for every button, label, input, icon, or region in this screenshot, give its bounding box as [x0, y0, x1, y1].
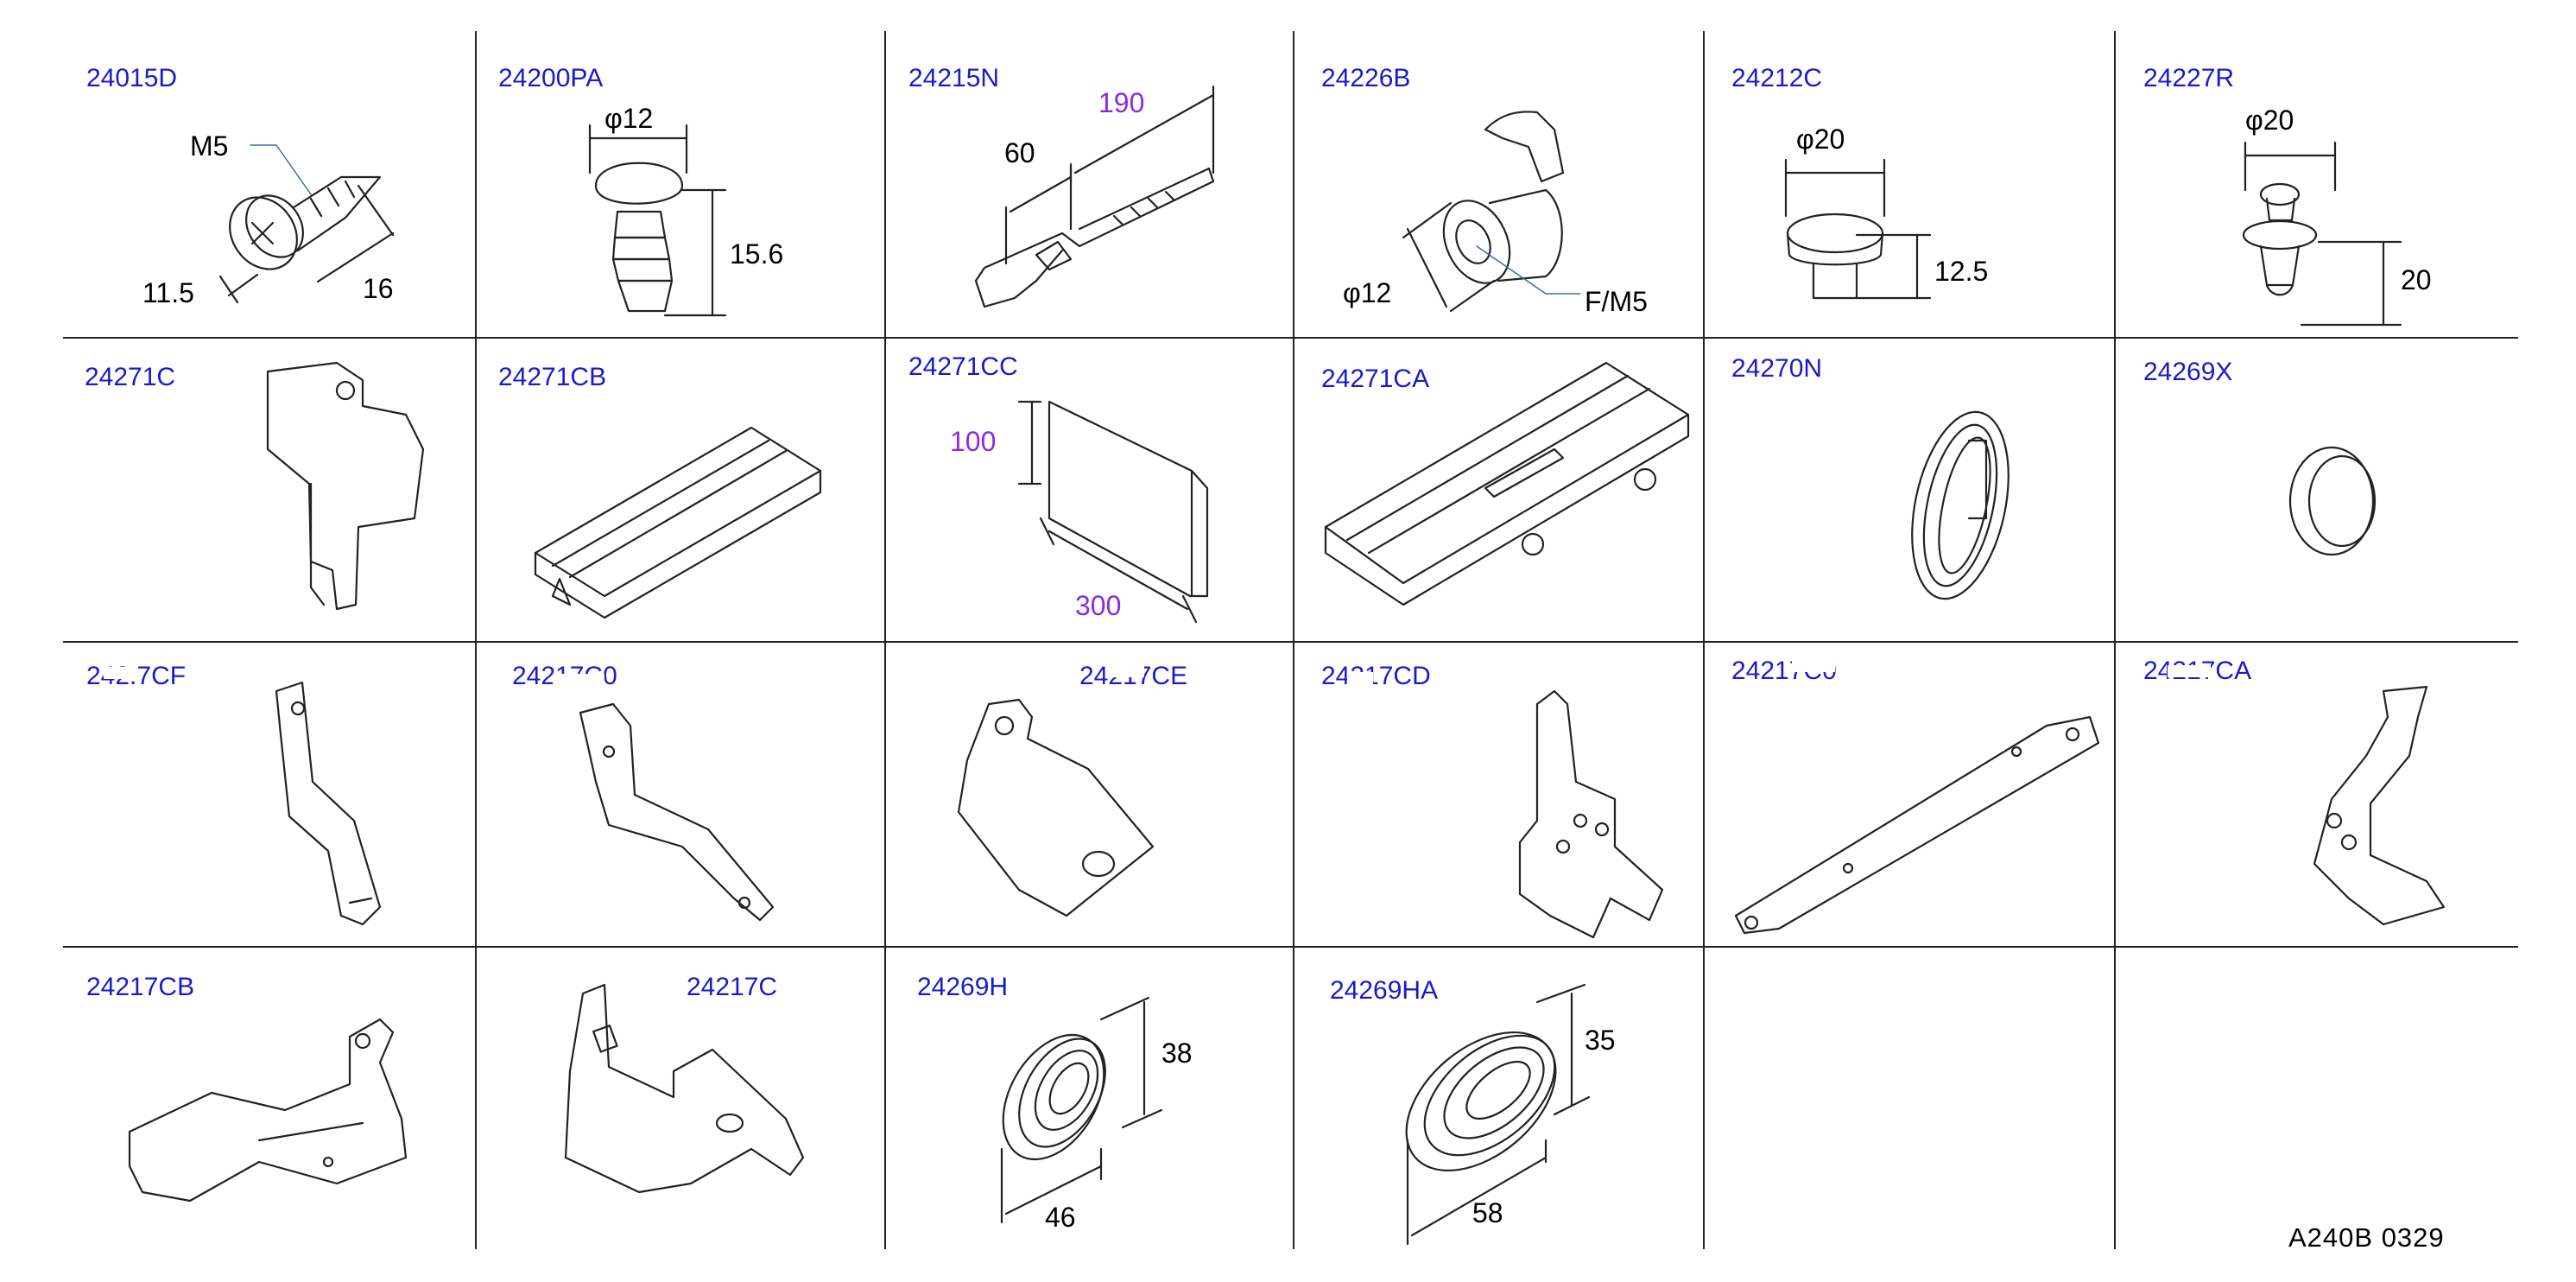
part-number: 24269HA	[1330, 976, 1439, 1005]
dim-label: 35	[1585, 1025, 1616, 1056]
clip-drawing	[1402, 111, 1581, 313]
dim-label: 15.6	[730, 238, 783, 270]
part-number: 24227R	[2143, 64, 2235, 92]
plug-drawing	[2288, 446, 2377, 556]
grid-line	[1703, 31, 1705, 1249]
dim-label: 12.5	[1934, 256, 1988, 287]
catalog-code: A240B 0329	[2288, 1222, 2445, 1253]
grid-line	[2114, 31, 2116, 1249]
bracket-drawing	[2313, 685, 2446, 926]
bracket-drawing	[564, 983, 805, 1194]
dim-label: 20	[2401, 264, 2432, 295]
bracket-drawing	[275, 681, 382, 926]
part-number: 24212C	[1731, 64, 1823, 92]
grommet-drawing	[1000, 996, 1163, 1224]
part-number: 24270N	[1731, 354, 1823, 383]
scan-artifact	[1110, 665, 1144, 677]
grommet-drawing	[1911, 410, 2010, 600]
screw-drawing	[218, 144, 395, 304]
part-number: 24217C	[687, 973, 778, 1001]
dim-label: φ20	[2245, 105, 2294, 136]
dim-label: 60	[1004, 137, 1035, 168]
dim-label: 190	[1098, 87, 1144, 118]
dim-label: F/M5	[1585, 286, 1648, 317]
grid-line	[63, 641, 2518, 643]
scan-artifact	[2168, 665, 2211, 677]
dim-label: φ20	[1796, 124, 1845, 155]
rivet-drawing	[2242, 141, 2402, 327]
scan-artifact	[104, 667, 138, 679]
part-number: 24271C	[85, 363, 176, 391]
grid-line	[63, 946, 2518, 948]
bracket-drawing	[957, 698, 1155, 917]
dim-label: φ12	[604, 103, 653, 134]
scan-artifact	[553, 674, 604, 686]
clip-drawing	[588, 124, 727, 317]
dim-label: M5	[190, 130, 228, 162]
rail-drawing	[534, 426, 822, 619]
bracket-drawing	[266, 361, 425, 611]
pad-drawing	[1017, 400, 1209, 624]
dim-label: 16	[363, 273, 394, 304]
dim-label: 46	[1045, 1202, 1076, 1233]
bracket-drawing	[128, 1018, 408, 1203]
part-number: 24271CB	[498, 363, 607, 391]
rail-drawing	[1324, 361, 1690, 606]
grid-line	[1293, 31, 1294, 1249]
part-number: 24271CC	[908, 352, 1018, 381]
part-number: 24269H	[917, 973, 1009, 1001]
part-number: 24271CA	[1321, 365, 1430, 393]
part-number: 24215N	[908, 64, 1000, 92]
dim-label: 100	[950, 426, 996, 457]
part-number: 24217CD	[1321, 662, 1431, 690]
dim-label: 11.5	[142, 277, 194, 308]
grid-line	[884, 31, 886, 1249]
dim-label: 38	[1161, 1038, 1193, 1069]
part-number: 24217CB	[86, 973, 195, 1001]
grid-line	[63, 337, 2518, 339]
grid-line	[475, 31, 477, 1249]
grommet-drawing	[1405, 983, 1591, 1246]
dim-label: 58	[1472, 1197, 1503, 1228]
grommet-drawing	[1784, 158, 1932, 300]
part-number: 24226B	[1321, 64, 1411, 92]
cable-tie-drawing	[974, 85, 1215, 308]
dim-label: φ12	[1343, 277, 1391, 308]
bracket-drawing	[579, 702, 775, 922]
scan-artifact	[1792, 660, 1835, 672]
bracket-drawing	[1734, 715, 2100, 935]
part-number: 24015D	[86, 64, 178, 92]
part-number: 24269X	[2143, 358, 2233, 386]
scan-artifact	[1347, 672, 1373, 684]
part-number: 24200PA	[498, 64, 604, 92]
bracket-drawing	[1518, 689, 1664, 939]
dim-label: 300	[1075, 590, 1121, 621]
